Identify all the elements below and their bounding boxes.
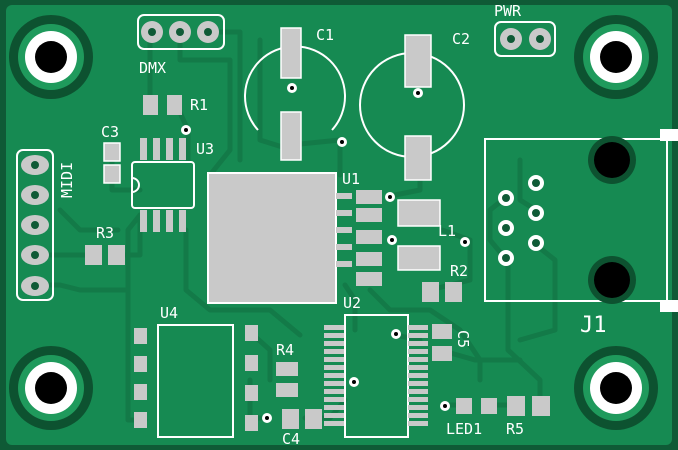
mounting-hole-tr [574,15,658,99]
l1-inductor [397,199,470,271]
label-r5: R5 [506,420,524,438]
mounting-holes [9,15,658,430]
label-midi: MIDI [58,162,76,198]
mounting-hole-bl [9,346,93,430]
u4-chip [134,324,258,438]
c4-capacitor [262,409,322,429]
label-l1: L1 [438,222,456,240]
r4-resistor [276,362,298,397]
label-r4: R4 [276,341,294,359]
midi-header [16,149,54,301]
label-u4: U4 [160,304,178,322]
c2-capacitor [359,34,465,181]
label-c4: C4 [282,430,300,448]
c5-capacitor [432,324,452,361]
label-c2: C2 [452,30,470,48]
label-u1: U1 [342,170,360,188]
r1-resistor [143,95,182,115]
u3-chip [131,138,195,232]
label-c3: C3 [101,123,119,141]
j1-connector [484,129,678,312]
r3-resistor [85,245,125,265]
u1-regulator [207,172,397,304]
label-c1: C1 [316,26,334,44]
pwr-header [494,21,556,57]
r5-resistor [507,396,550,416]
c1-capacitor [244,27,347,161]
label-r3: R3 [96,224,114,242]
label-j1: J1 [580,313,607,338]
label-u2: U2 [343,294,361,312]
label-r2: R2 [450,262,468,280]
label-led1: LED1 [446,420,482,438]
label-c5: C5 [454,330,472,348]
label-dmx: DMX [139,59,166,77]
dmx-header [137,14,225,50]
r2-resistor [422,282,462,302]
label-r1: R1 [190,96,208,114]
mounting-hole-br [574,346,658,430]
label-u3: U3 [196,140,214,158]
label-pwr: PWR [494,2,522,20]
mounting-hole-tl [9,15,93,99]
c3-capacitor [103,142,121,184]
u2-chip [324,314,428,438]
traces [27,29,558,423]
led1 [440,398,497,414]
